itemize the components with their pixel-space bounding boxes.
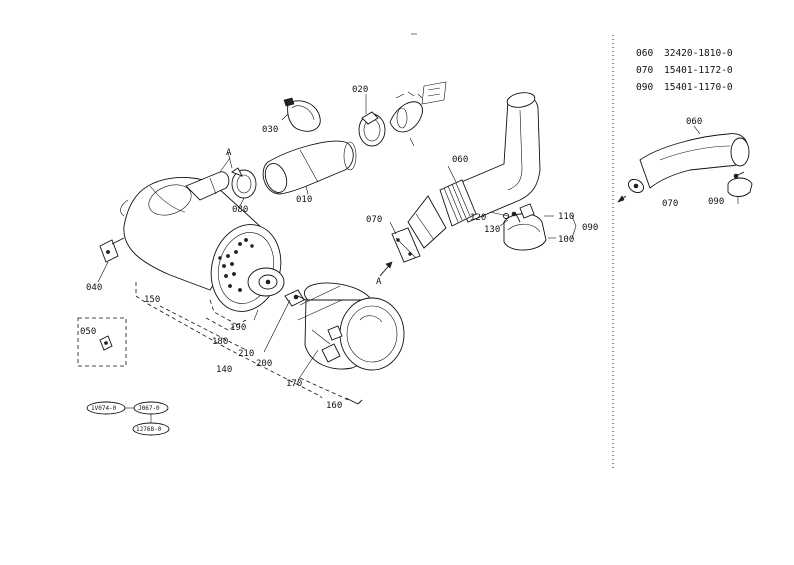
table-ref-090: 090 [636,82,653,93]
callout-010: 010 [296,195,312,205]
inset-callout-060: 060 [686,117,702,127]
callout-050: 050 [80,327,96,337]
callout-labels: 010 020 030 040 050 060 070 080 090 100 … [80,85,724,411]
inset-callout-090: 090 [708,197,724,207]
intake-hose-010 [262,140,357,195]
callout-090: 090 [582,223,598,233]
ref-bubble-3-text: 1J768-0 [136,426,162,433]
hose-clamp-030 [283,97,321,132]
callout-030: 030 [262,125,278,135]
table-partno-060: 32420-1810-0 [664,48,733,59]
callout-060: 060 [452,155,468,165]
callout-190: 190 [230,323,246,333]
dust-cup-160 [297,282,405,371]
callout-020: 020 [352,85,368,95]
view-mark-a-lower: A [376,277,382,287]
callout-160: 160 [326,401,342,411]
callout-130: 130 [484,225,500,235]
sensor-040 [99,237,125,263]
inset-callout-070: 070 [662,199,678,209]
callout-200: 200 [256,359,272,369]
view-mark-a-upper: A [226,148,232,158]
intake-elbow-upper [389,81,447,147]
callout-100: 100 [558,235,574,245]
detail-050-box [77,317,127,367]
hose-clamp-020 [358,111,386,147]
callout-170: 170 [286,379,302,389]
ref-bubble-2-text: J067-0 [138,405,160,412]
gasket-070 [391,227,421,263]
callout-070: 070 [366,215,382,225]
hose-clamp-080 [231,167,257,199]
callout-210: 210 [238,349,254,359]
table-ref-070: 070 [636,65,653,76]
callout-180: 180 [212,337,228,347]
table-partno-090: 15401-1170-0 [664,82,733,93]
table-ref-060: 060 [636,48,653,59]
callout-140: 140 [216,365,232,375]
callout-150: 150 [144,295,160,305]
inset-pipe-assembly [617,125,753,204]
callout-110: 110 [558,212,574,222]
mounting-band-100 [503,203,547,251]
callout-120: 120 [470,213,486,223]
callout-040: 040 [86,283,102,293]
table-partno-070: 15401-1172-0 [664,65,733,76]
parts-table: 060 32420-1810-0 070 15401-1172-0 090 15… [636,48,733,93]
intake-pipe-060 [407,92,541,249]
outer-element-end-cap [210,224,285,312]
ref-bubble-1-text: 1V074-0 [91,405,117,412]
callout-080: 080 [232,205,248,215]
callout-leaders [97,94,577,405]
reference-bubbles: 1V074-0 J067-0 1J768-0 [86,401,170,436]
